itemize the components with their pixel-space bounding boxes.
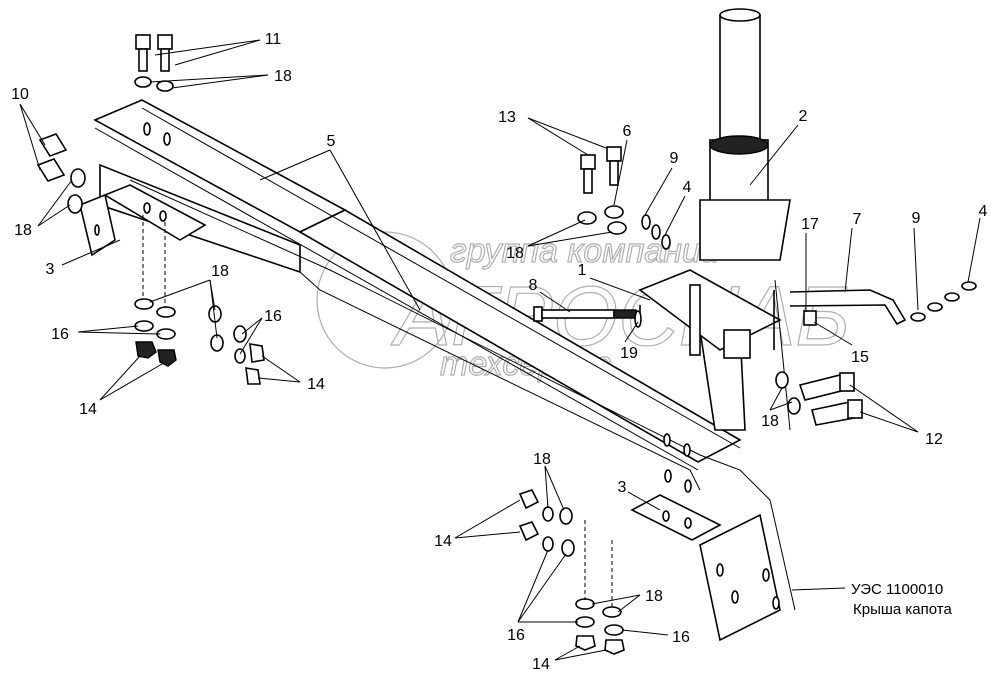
callout: 4 <box>683 179 692 196</box>
bracket-left <box>79 184 207 257</box>
roof-beam <box>93 99 796 611</box>
assembly-name: Крыша капота <box>853 601 952 618</box>
callout: 5 <box>327 133 336 150</box>
leader-lines <box>19 39 981 661</box>
chain <box>641 214 977 322</box>
callout: 18 <box>761 413 779 430</box>
assembly-code: УЭС 1100010 <box>851 581 943 598</box>
callout: 14 <box>307 376 325 393</box>
callout: 2 <box>799 108 808 125</box>
callout: 14 <box>434 533 452 550</box>
bolts <box>36 34 863 426</box>
callout: 18 <box>533 451 551 468</box>
callout: 11 <box>265 31 282 48</box>
callout: 19 <box>620 345 638 362</box>
callout: 13 <box>498 109 516 126</box>
callout: 16 <box>507 627 525 644</box>
callout: 17 <box>801 216 819 233</box>
callout: 9 <box>912 210 921 227</box>
callout: 16 <box>264 308 282 325</box>
callout: 12 <box>925 431 943 448</box>
callout: 16 <box>51 326 69 343</box>
callout: 18 <box>14 222 32 239</box>
callout: 18 <box>211 263 229 280</box>
rod <box>789 289 907 326</box>
assembly-lines <box>142 215 613 608</box>
bracket-lower <box>630 494 781 642</box>
callout: 18 <box>274 68 292 85</box>
column <box>699 8 791 431</box>
callout: 14 <box>79 401 97 418</box>
svg-text:группа компаний: группа компаний <box>450 232 720 270</box>
callout: 16 <box>672 629 690 646</box>
callout: 1 <box>578 262 587 279</box>
callouts: 11 18 10 18 5 3 18 16 16 14 14 13 6 9 4 … <box>11 31 987 673</box>
callout: 7 <box>853 211 862 228</box>
callout: 15 <box>851 349 869 366</box>
callout: 8 <box>529 277 538 294</box>
callout: 18 <box>645 588 663 605</box>
callout: 9 <box>670 150 679 167</box>
callout: 14 <box>532 656 550 673</box>
callout: 6 <box>623 123 632 140</box>
callout: 10 <box>11 86 29 103</box>
callout: 3 <box>46 261 55 278</box>
bracket-right <box>638 269 782 359</box>
callout: 18 <box>506 245 524 262</box>
callout: 3 <box>618 479 627 496</box>
callout: 4 <box>979 203 988 220</box>
